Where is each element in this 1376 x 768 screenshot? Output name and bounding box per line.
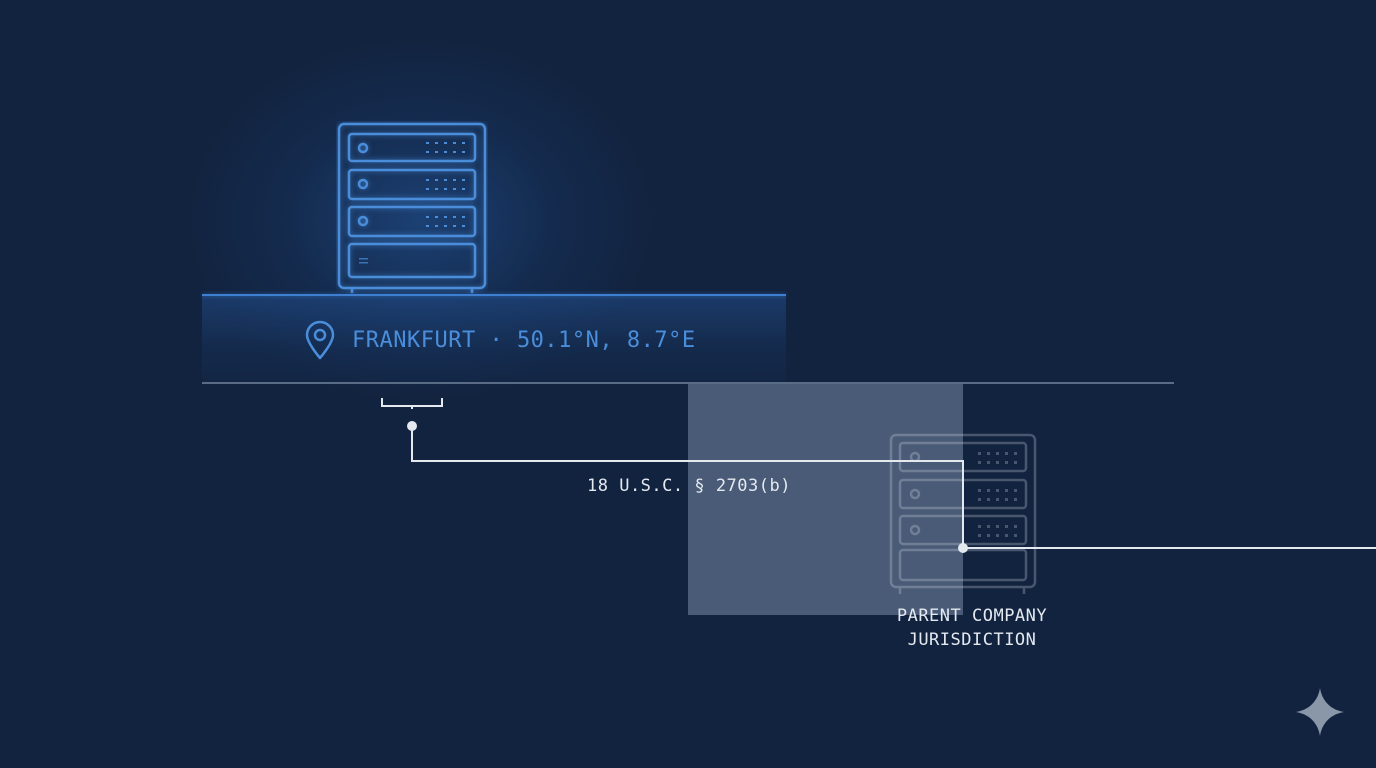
- sparkle-icon: [1296, 688, 1344, 736]
- location-text: FRANKFURT · 50.1°N, 8.7°E: [352, 327, 696, 353]
- server-rack-icon: [889, 433, 1037, 594]
- divider-line: [202, 382, 1174, 384]
- ground-line: [202, 294, 786, 296]
- location-band: [202, 295, 786, 383]
- parent-company-label: PARENT COMPANY JURISDICTION: [872, 604, 1072, 652]
- connector-node-start: [407, 421, 417, 431]
- statute-label: 18 U.S.C. § 2703(b): [587, 476, 791, 496]
- parent-label-line2: JURISDICTION: [907, 630, 1037, 650]
- location-label: FRANKFURT · 50.1°N, 8.7°E: [304, 320, 696, 360]
- server-rack-icon: [337, 122, 487, 293]
- bracket-icon: [381, 398, 443, 407]
- map-pin-icon: [305, 320, 335, 360]
- parent-label-line1: PARENT COMPANY: [896, 606, 1048, 626]
